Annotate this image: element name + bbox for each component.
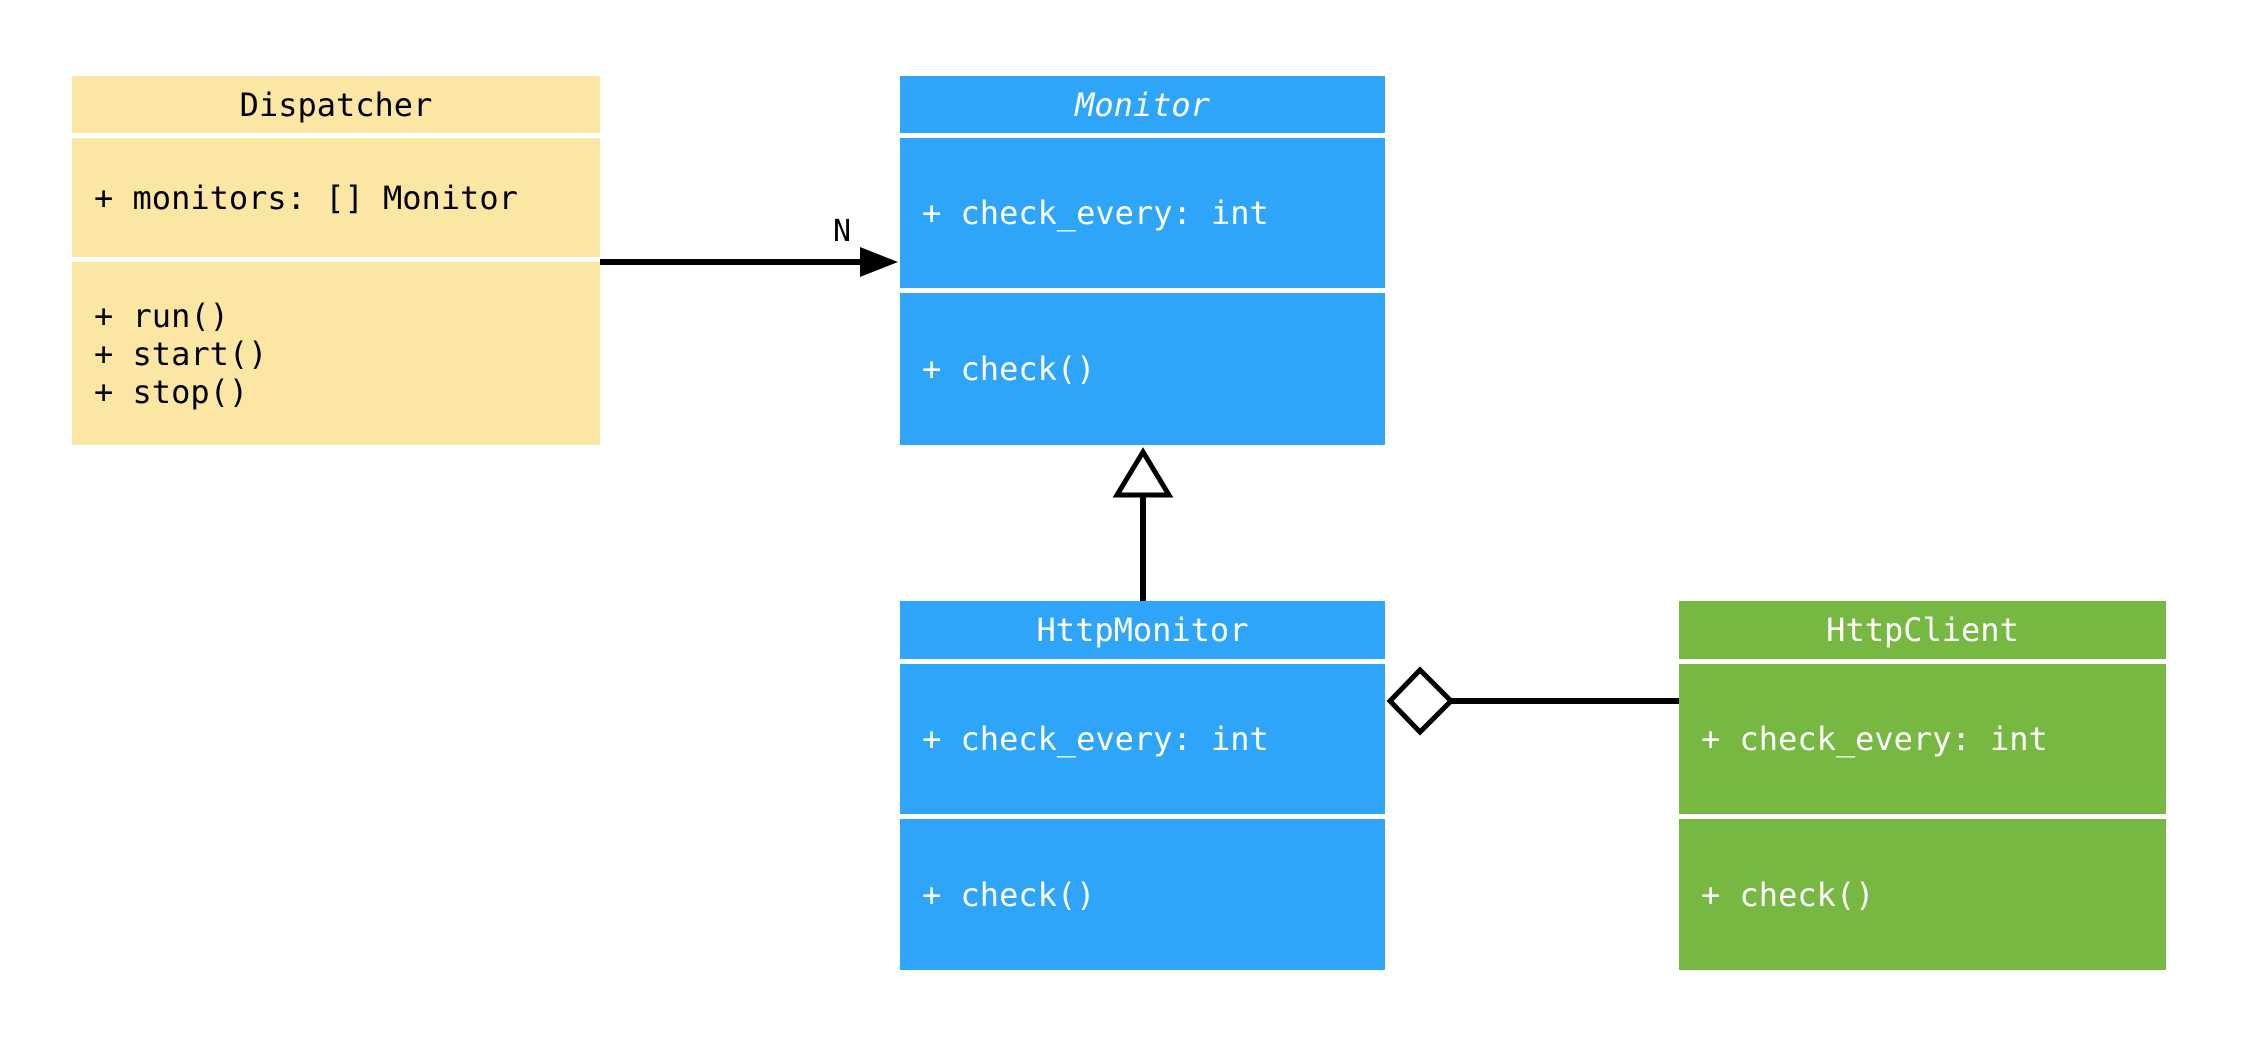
attribute-line: + monitors: [] Monitor [94, 178, 518, 217]
class-httpclient: HttpClient + check_every: int + check() [1679, 601, 2166, 970]
attributes-compartment: + monitors: [] Monitor [72, 138, 600, 257]
attributes-compartment: + check_every: int [900, 138, 1385, 288]
method-line: + check() [922, 350, 1096, 388]
attribute-line: + check_every: int [922, 720, 1269, 758]
class-title: HttpMonitor [900, 601, 1385, 659]
method-line: + run() [94, 296, 229, 335]
attribute-line: + check_every: int [922, 194, 1269, 232]
method-line: + start() [94, 334, 268, 373]
class-title: HttpClient [1679, 601, 2166, 659]
class-title: Dispatcher [72, 76, 600, 133]
filled-arrowhead-icon [860, 247, 898, 277]
multiplicity-label: N [833, 214, 851, 249]
attributes-compartment: + check_every: int [1679, 664, 2166, 814]
attributes-compartment: + check_every: int [900, 664, 1385, 814]
methods-compartment: + run() + start() + stop() [72, 262, 600, 445]
association-dispatcher-monitor: N [600, 214, 898, 277]
method-line: + check() [1701, 875, 1875, 914]
hollow-triangle-icon [1112, 447, 1174, 498]
attribute-line: + check_every: int [1701, 720, 2048, 758]
methods-compartment: + check() [900, 819, 1385, 970]
class-httpmonitor: HttpMonitor + check_every: int + check() [900, 601, 1385, 970]
aggregation-httpmonitor-httpclient [1386, 666, 1679, 736]
class-monitor: Monitor + check_every: int + check() [900, 76, 1385, 445]
method-line: + stop() [94, 372, 249, 411]
inheritance-httpmonitor-monitor [1112, 447, 1174, 601]
class-title-abstract: Monitor [900, 76, 1385, 133]
methods-compartment: + check() [900, 293, 1385, 445]
hollow-diamond-icon [1386, 666, 1455, 736]
class-dispatcher: Dispatcher + monitors: [] Monitor + run(… [72, 76, 600, 445]
methods-compartment: + check() [1679, 819, 2166, 970]
method-line: + check() [922, 875, 1096, 914]
